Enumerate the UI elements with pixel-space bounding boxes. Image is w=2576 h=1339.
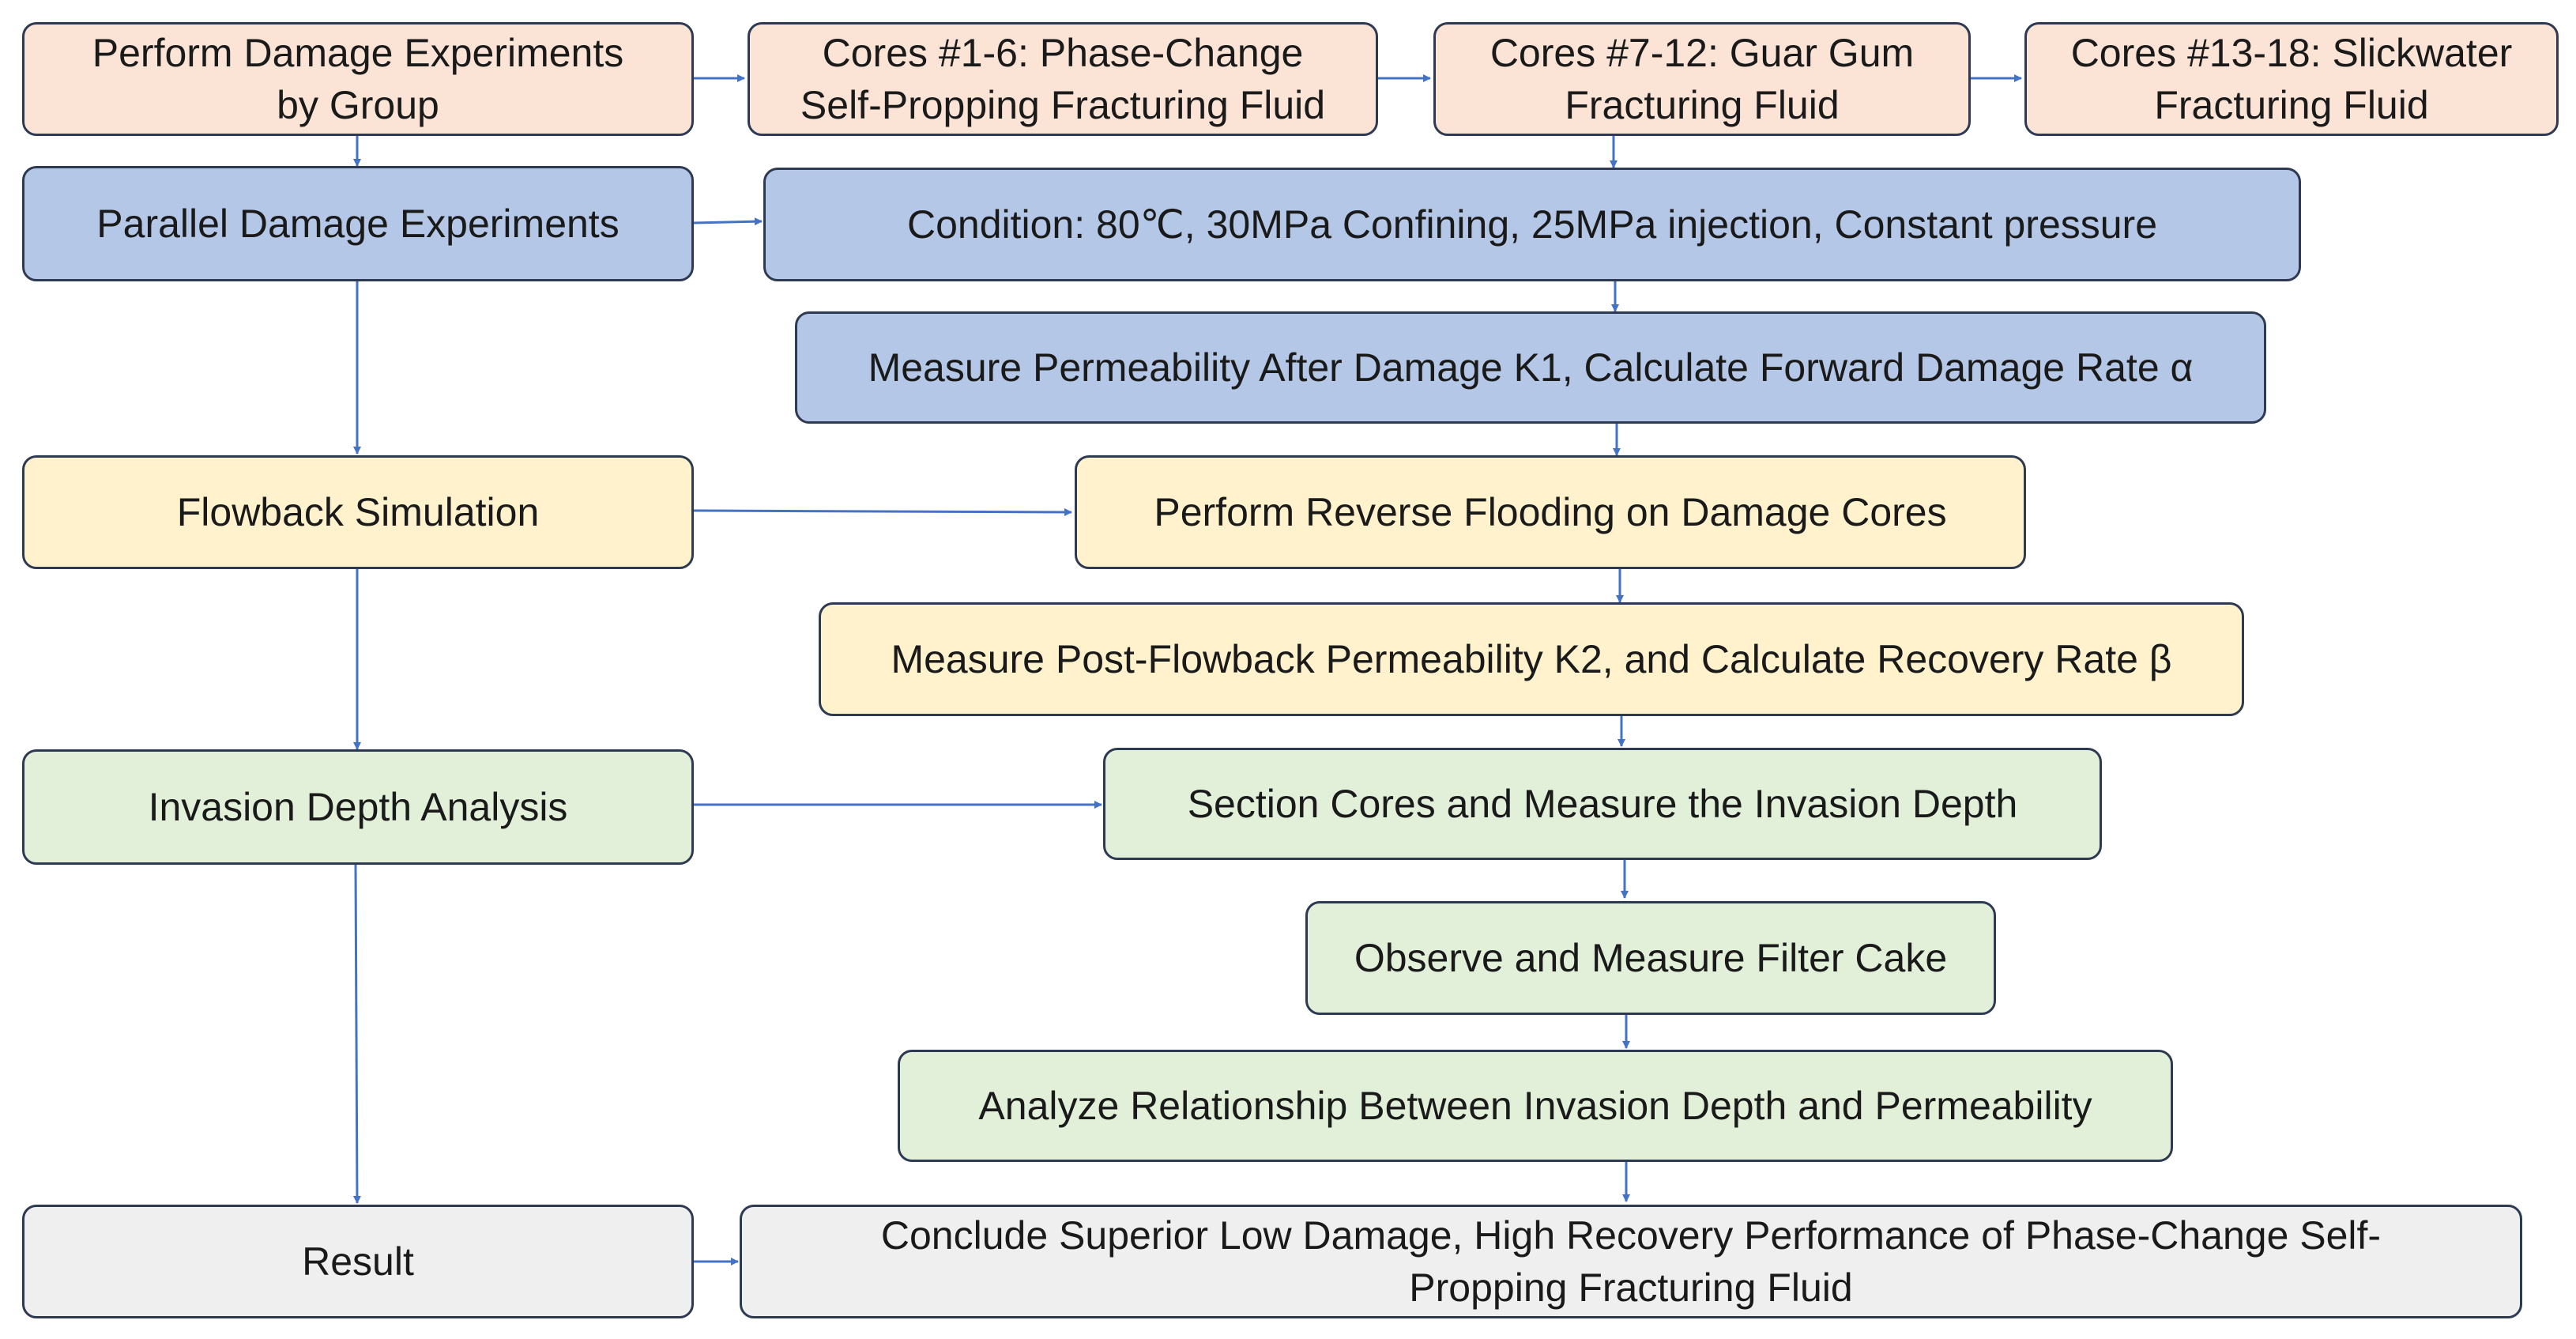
- node-flowback-simulation: Flowback Simulation: [22, 455, 694, 569]
- node-perform-damage-experiments: Perform Damage Experiments by Group: [22, 22, 694, 136]
- node-section-cores: Section Cores and Measure the Invasion D…: [1103, 748, 2102, 860]
- arrow-parallel-to-condition: [693, 217, 763, 226]
- node-relationship: Analyze Relationship Between Invasion De…: [898, 1050, 2173, 1162]
- node-condition: Condition: 80℃, 30MPa Confining, 25MPa i…: [763, 168, 2301, 281]
- arrow-invasion-to-result: [352, 864, 361, 1204]
- node-cores-1-6: Cores #1-6: Phase-Change Self-Propping F…: [748, 22, 1378, 136]
- node-cores-7-12: Cores #7-12: Guar Gum Fracturing Fluid: [1433, 22, 1971, 136]
- node-parallel-damage-experiments: Parallel Damage Experiments: [22, 166, 694, 281]
- node-invasion-depth-analysis: Invasion Depth Analysis: [22, 749, 694, 865]
- node-reverse-flooding: Perform Reverse Flooding on Damage Cores: [1075, 455, 2026, 569]
- node-measure-permeability-k2: Measure Post-Flowback Permeability K2, a…: [819, 602, 2244, 716]
- node-conclusion: Conclude Superior Low Damage, High Recov…: [740, 1205, 2522, 1318]
- node-filter-cake: Observe and Measure Filter Cake: [1305, 901, 1996, 1015]
- arrow-flowback-to-reverse: [693, 507, 1072, 516]
- node-cores-13-18: Cores #13-18: Slickwater Fracturing Flui…: [2024, 22, 2559, 136]
- node-result: Result: [22, 1205, 694, 1318]
- node-measure-permeability-k1: Measure Permeability After Damage K1, Ca…: [795, 311, 2266, 424]
